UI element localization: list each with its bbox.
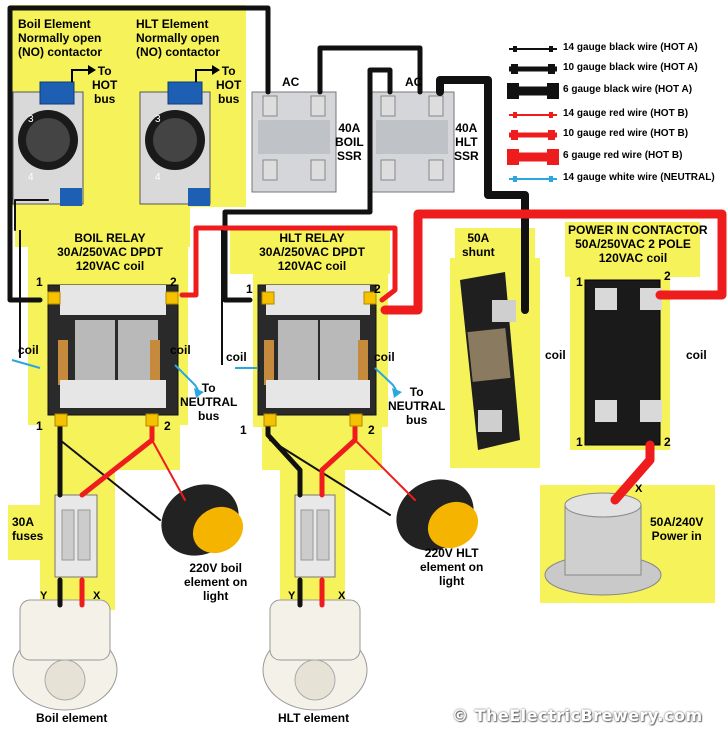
hlt-contactor: 3 4 bbox=[139, 81, 211, 206]
legend-row-6-red: 6 gauge red wire (HOT B) bbox=[505, 148, 725, 166]
watermark: © TheElectricBrewery.com bbox=[452, 706, 703, 725]
power-contactor-terminal-2-bottom: 2 bbox=[664, 435, 671, 449]
hlt-to-hot-bus-label: To HOT bus bbox=[216, 64, 242, 106]
boil-relay-terminal-1-bottom: 1 bbox=[36, 419, 43, 433]
power-contactor-body bbox=[584, 279, 662, 446]
legend-swatch bbox=[509, 176, 557, 182]
boil-relay-terminal-2-bottom: 2 bbox=[164, 419, 171, 433]
hot-bus-arrowheads bbox=[88, 65, 220, 75]
boil-terminal-x: X bbox=[93, 590, 101, 602]
hlt-indicator-light bbox=[396, 479, 479, 551]
hlt-contactor-label: HLT Element Normally open (NO) contactor bbox=[136, 17, 220, 59]
legend-label: 14 gauge red wire (HOT B) bbox=[563, 108, 689, 119]
power-contactor-coil-right: coil bbox=[686, 348, 707, 362]
legend-row-10-black: 10 gauge black wire (HOT A) bbox=[505, 60, 725, 78]
hlt-relay-coil-left: coil bbox=[226, 350, 247, 364]
hlt-ssr-label: 40A HLT SSR bbox=[454, 121, 479, 163]
svg-text:3: 3 bbox=[28, 114, 34, 125]
hlt-relay-terminal-1-bottom: 1 bbox=[240, 423, 247, 437]
boil-ssr-label: 40A BOIL SSR bbox=[335, 121, 364, 163]
power-contactor-label: POWER IN CONTACTOR 50A/250VAC 2 POLE 120… bbox=[568, 223, 708, 265]
terminal-markers bbox=[47, 291, 377, 427]
legend-swatch bbox=[509, 130, 557, 140]
legend-swatch bbox=[507, 149, 559, 165]
svg-text:4: 4 bbox=[155, 172, 161, 183]
legend-row-14-white: 14 gauge white wire (NEUTRAL) bbox=[505, 170, 725, 188]
hlt-fuses bbox=[294, 494, 336, 578]
white-neutral-wires bbox=[11, 359, 397, 391]
boil-light-label: 220V boil element on light bbox=[184, 561, 248, 603]
shunt-label: 50A shunt bbox=[462, 231, 495, 259]
hlt-ssr-ac-label: AC bbox=[405, 75, 423, 89]
hlt-to-neutral-bus-label: To NEUTRAL bus bbox=[388, 385, 446, 427]
hlt-relay-label: HLT RELAY 30A/250VAC DPDT 120VAC coil bbox=[259, 231, 365, 273]
power-terminal-x: X bbox=[635, 483, 643, 495]
boil-ssr bbox=[251, 91, 337, 193]
hlt-relay-terminal-2-bottom: 2 bbox=[368, 423, 375, 437]
legend-label: 14 gauge white wire (NEUTRAL) bbox=[563, 172, 715, 183]
hlt-element-label: HLT element bbox=[278, 711, 350, 725]
hlt-terminal-x: X bbox=[338, 590, 346, 602]
boil-relay-coil-right: coil bbox=[170, 343, 191, 357]
boil-relay-coil-left: coil bbox=[18, 343, 39, 357]
boil-terminal-y: Y bbox=[40, 590, 48, 602]
hlt-terminal-y: Y bbox=[288, 590, 296, 602]
legend-row-14-red: 14 gauge red wire (HOT B) bbox=[505, 106, 725, 124]
hot-bus-arrows bbox=[71, 69, 212, 82]
legend-swatch bbox=[507, 83, 559, 99]
legend-swatch bbox=[509, 46, 557, 52]
power-contactor-terminal-1-bottom: 1 bbox=[576, 435, 583, 449]
neutral-arrowheads bbox=[194, 388, 402, 398]
hlt-relay-terminal-2-top: 2 bbox=[374, 282, 381, 296]
legend-swatch bbox=[509, 112, 557, 118]
legend-label: 10 gauge red wire (HOT B) bbox=[563, 128, 689, 139]
boil-ssr-ac-label: AC bbox=[282, 75, 300, 89]
boil-relay-body bbox=[47, 284, 179, 416]
boil-fuses bbox=[54, 494, 98, 578]
coil-feed-wires bbox=[19, 230, 223, 365]
boil-indicator-light bbox=[161, 484, 244, 556]
hlt-ssr bbox=[369, 91, 455, 193]
power-in-label: 50A/240V Power in bbox=[650, 515, 704, 543]
power-contactor-terminal-2-top: 2 bbox=[664, 269, 671, 283]
legend-row-10-red: 10 gauge red wire (HOT B) bbox=[505, 126, 725, 144]
svg-text:4: 4 bbox=[28, 172, 34, 183]
boil-relay-label: BOIL RELAY 30A/250VAC DPDT 120VAC coil bbox=[57, 231, 163, 273]
legend-swatch bbox=[509, 64, 557, 74]
hlt-relay-body bbox=[257, 284, 377, 416]
hlt-light-label: 220V HLT element on light bbox=[420, 546, 484, 588]
boil-element-receptacle bbox=[12, 599, 118, 711]
boil-element-label: Boil element bbox=[36, 711, 108, 725]
boil-to-hot-bus-label: To HOT bus bbox=[92, 64, 118, 106]
boil-contactor: 3 4 bbox=[12, 81, 84, 206]
fuses-label: 30A fuses bbox=[12, 515, 44, 543]
legend-label: 10 gauge black wire (HOT A) bbox=[563, 62, 698, 73]
boil-relay-terminal-1-top: 1 bbox=[36, 275, 43, 289]
legend-row-6-black: 6 gauge black wire (HOT A) bbox=[505, 82, 725, 100]
power-inlet bbox=[544, 492, 662, 596]
hlt-relay-coil-right: coil bbox=[374, 350, 395, 364]
legend-label: 14 gauge black wire (HOT A) bbox=[563, 42, 698, 53]
legend-label: 6 gauge red wire (HOT B) bbox=[563, 150, 683, 161]
hlt-element-receptacle bbox=[262, 599, 368, 711]
shunt bbox=[460, 272, 520, 450]
power-contactor-terminal-1-top: 1 bbox=[576, 275, 583, 289]
red-wires bbox=[79, 209, 727, 608]
legend-row-14-black: 14 gauge black wire (HOT A) bbox=[505, 40, 725, 58]
boil-to-neutral-bus-label: To NEUTRAL bus bbox=[180, 381, 238, 423]
svg-text:3: 3 bbox=[155, 114, 161, 125]
power-contactor-coil-left: coil bbox=[545, 348, 566, 362]
hlt-relay-terminal-1-top: 1 bbox=[246, 282, 253, 296]
boil-contactor-label: Boil Element Normally open (NO) contacto… bbox=[18, 17, 102, 59]
boil-relay-terminal-2-top: 2 bbox=[170, 275, 177, 289]
legend-label: 6 gauge black wire (HOT A) bbox=[563, 84, 693, 95]
